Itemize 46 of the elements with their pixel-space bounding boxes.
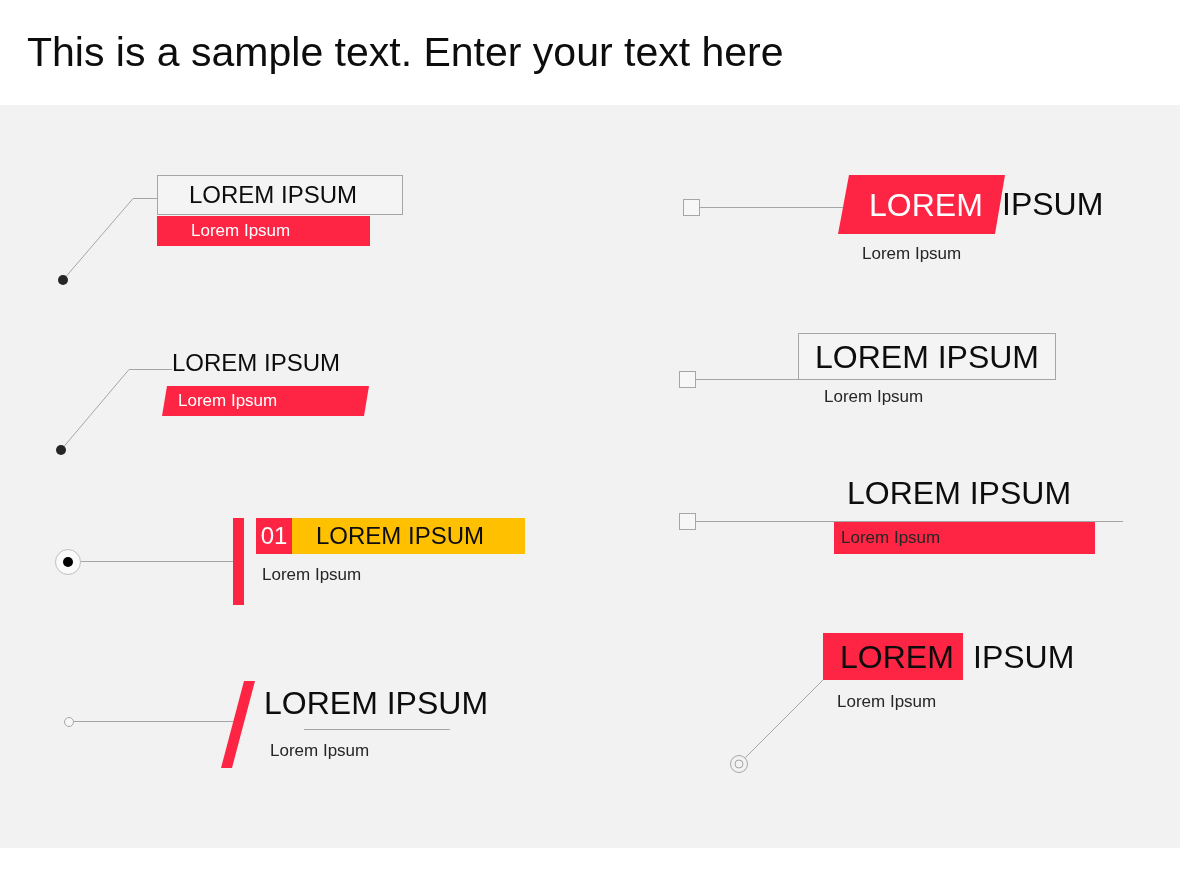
connector-line [73,721,234,722]
connector-line [699,207,844,208]
heading-text: LOREM IPSUM [316,522,485,550]
subheading-text: Lorem Ipsum [191,221,291,241]
connector-line [63,369,173,447]
dot-marker [58,275,68,285]
connector-line [65,198,158,277]
heading-text: LOREM [840,637,954,676]
connector-line [744,679,824,759]
accent-bar [233,518,244,605]
heading-text: LOREM IPSUM [847,474,1072,512]
highlight-tag [823,633,963,680]
square-marker [679,513,696,530]
caption-text: Lorem Ipsum [824,387,924,407]
caption-text: Lorem Ipsum [862,244,962,264]
highlight-bar [157,216,370,246]
connector-line [695,379,799,380]
caption-text: Lorem Ipsum [837,692,937,712]
heading-text: LOREM IPSUM [189,181,357,209]
subheading-text: Lorem Ipsum [178,391,278,411]
slanted-accent-bar [221,681,255,768]
double-ring-marker [730,755,748,773]
slanted-highlight-bar [162,386,369,416]
dot-marker [56,445,66,455]
target-marker [55,548,81,575]
highlight-bar [834,522,1095,554]
slanted-highlight-tag [838,175,1005,234]
number-text: 01 [260,522,288,550]
square-marker [683,199,700,216]
connector-line [695,521,835,522]
square-marker [679,371,696,388]
heading-text: LOREM IPSUM [264,684,489,722]
heading-text: LOREM IPSUM [815,337,1039,376]
heading-text: LOREM [869,185,983,224]
ring-marker [64,716,74,727]
connector-line [80,561,234,562]
caption-text: Lorem Ipsum [270,741,370,761]
slide-title: This is a sample text. Enter your text here [27,32,784,73]
outlined-frame [798,333,1056,380]
heading-text: IPSUM [1002,185,1104,223]
caption-text: Lorem Ipsum [262,565,362,585]
heading-text: IPSUM [973,638,1075,676]
subheading-text: Lorem Ipsum [841,528,941,548]
heading-text: LOREM IPSUM [172,349,341,377]
highlight-bar [292,518,525,554]
outlined-frame [157,175,403,215]
